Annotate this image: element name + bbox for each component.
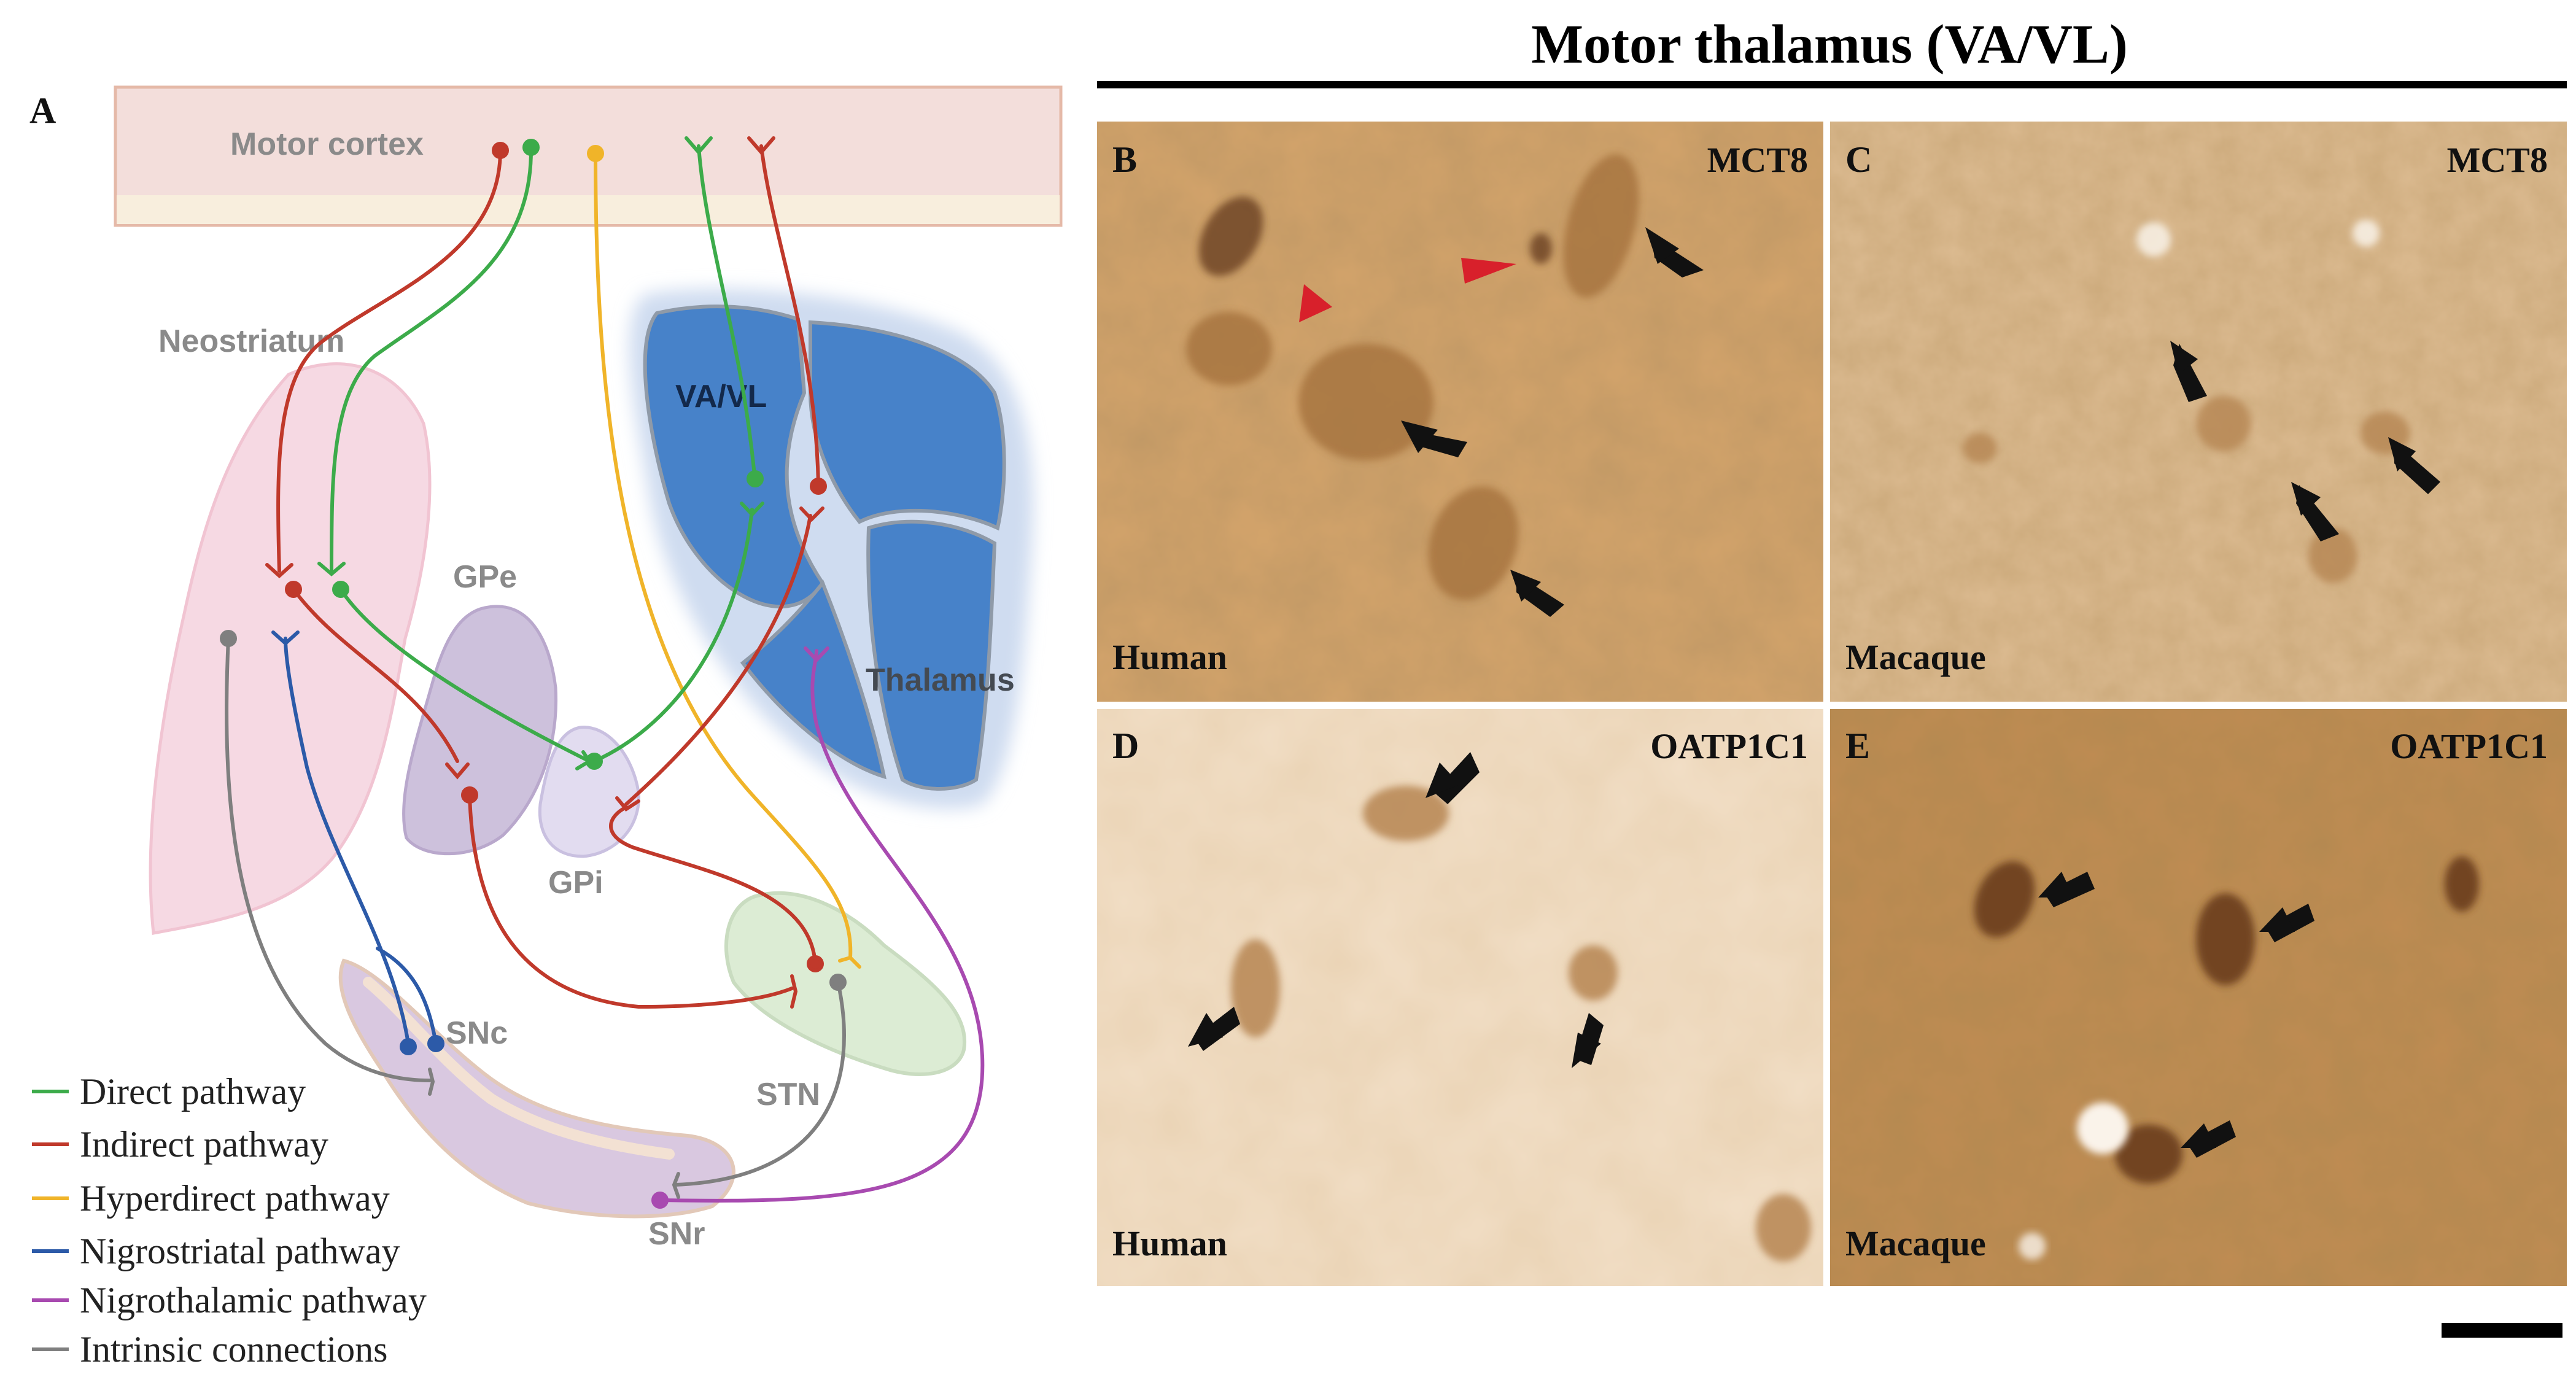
gpe-label: GPe (453, 559, 517, 595)
path-indirect-thalamus-cortex (759, 144, 820, 490)
micrograph-panels: Motor thalamus (VA/VL) B (1097, 14, 2567, 1338)
path-intrinsic-striatum-snc (225, 637, 432, 1082)
legend-item-direct: Direct pathway (32, 1071, 306, 1112)
neostriatum-label: Neostriatum (158, 324, 344, 359)
path-indirect-striatum-gpe (292, 587, 459, 763)
black-arrows (1401, 227, 1704, 617)
svg-text:Nigrostriatal pathway: Nigrostriatal pathway (80, 1231, 400, 1271)
panel-b (1097, 122, 1823, 702)
panel-c-species: Macaque (1845, 637, 1986, 677)
path-indirect-gpi-thalamus (624, 514, 812, 806)
legend-item-hyperdirect: Hyperdirect pathway (32, 1178, 390, 1219)
panel-e-species: Macaque (1845, 1223, 1986, 1263)
panel-e-letter: E (1845, 726, 1870, 766)
gpi-region: GPi (538, 726, 640, 901)
pathways (225, 144, 985, 1203)
legend-item-intrinsic: Intrinsic connections (32, 1329, 388, 1370)
path-direct-cortex-striatum (330, 149, 533, 573)
path-intrinsic-stn-snr (673, 980, 846, 1187)
gpe-region: GPe (402, 559, 558, 856)
panel-c (1830, 122, 2567, 702)
path-direct-thalamus-cortex (697, 144, 757, 484)
legend-item-nigrothalamic: Nigrothalamic pathway (32, 1280, 427, 1320)
vavl-label: VA/VL (675, 379, 767, 414)
path-indirect-stn-gpi (609, 805, 817, 966)
panel-e (1830, 709, 2567, 1286)
thalamus-label: Thalamus (866, 662, 1015, 698)
red-arrowhead (1299, 284, 1332, 322)
svg-text:Intrinsic connections: Intrinsic connections (80, 1329, 388, 1370)
panel-b-letter: B (1112, 139, 1137, 180)
title-rule (1097, 81, 2567, 88)
gpi-label: GPi (548, 865, 603, 901)
panel-d-letter: D (1112, 726, 1139, 766)
path-indirect-cortex-striatum (276, 149, 502, 573)
legend-item-indirect: Indirect pathway (32, 1124, 328, 1165)
stn-region: STN (724, 891, 967, 1112)
panel-divider (1097, 702, 2567, 709)
snc-label: SNc (446, 1015, 508, 1051)
panel-d-marker: OATP1C1 (1650, 726, 1808, 766)
path-hyperdirect (594, 152, 853, 960)
legend: Direct pathway Indirect pathway Hyperdir… (32, 1071, 427, 1370)
panel-c-letter: C (1845, 139, 1872, 180)
svg-text:Direct pathway: Direct pathway (80, 1071, 306, 1112)
svg-text:Hyperdirect pathway: Hyperdirect pathway (80, 1178, 390, 1219)
panel-b-marker: MCT8 (1707, 140, 1808, 180)
snr-label: SNr (648, 1216, 705, 1252)
path-nigrothalamic (658, 649, 985, 1203)
red-arrowhead (1461, 258, 1516, 284)
panel-d (1097, 709, 1823, 1286)
neostriatum-region: Neostriatum (149, 324, 432, 935)
path-nigrostriatal-1 (284, 637, 410, 1045)
panel-a-diagram: A Motor cortex Neostriatum GPe GPi (29, 85, 1063, 1370)
figure-title: Motor thalamus (VA/VL) (1531, 14, 2128, 75)
pathway-terminals (220, 136, 861, 1209)
motor-cortex-region: Motor cortex (114, 85, 1063, 227)
panel-e-marker: OATP1C1 (2390, 726, 2548, 766)
path-direct-striatum-gpi (339, 587, 591, 763)
legend-item-nigrostriatal: Nigrostriatal pathway (32, 1231, 400, 1271)
motor-cortex-label: Motor cortex (230, 126, 424, 162)
path-indirect-gpe-stn (468, 793, 794, 1009)
path-direct-gpi-thalamus (592, 508, 754, 763)
scale-bar (2442, 1323, 2562, 1338)
path-nigrostriatal-2 (376, 947, 438, 1045)
panel-d-species: Human (1112, 1223, 1227, 1263)
panel-c-marker: MCT8 (2447, 140, 2548, 180)
panel-a-letter: A (29, 90, 56, 131)
svg-text:Indirect pathway: Indirect pathway (80, 1124, 328, 1165)
thalamus-region: VA/VL Thalamus (629, 289, 1033, 809)
panel-b-species: Human (1112, 637, 1227, 677)
svg-text:Nigrothalamic pathway: Nigrothalamic pathway (80, 1280, 427, 1320)
stn-label: STN (756, 1077, 820, 1112)
